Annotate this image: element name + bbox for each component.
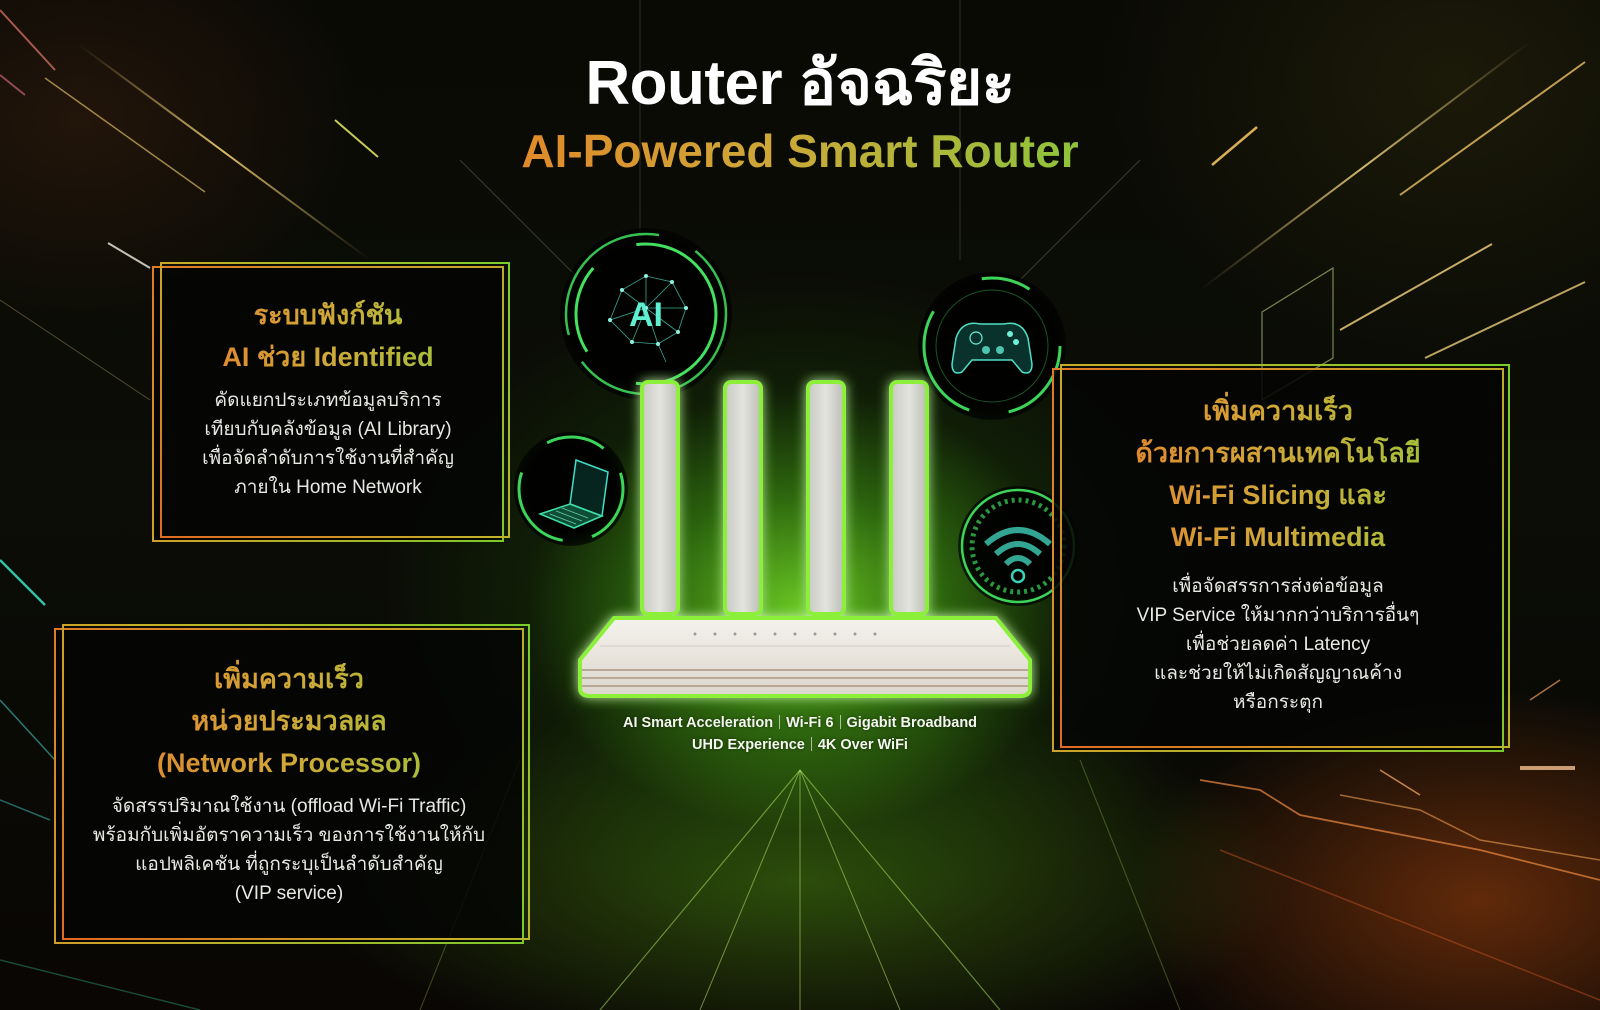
card-wifi-slicing: เพิ่มความเร็ว ด้วยการผสานเทคโนโลยี Wi-Fi… — [1052, 364, 1510, 752]
page-title: Router อัจฉริยะ — [585, 49, 1015, 118]
feature-gigabit: Gigabit Broadband — [846, 715, 978, 731]
heading-line: ด้วยการผสานเทคโนโลยี — [1052, 432, 1504, 474]
separator — [779, 715, 781, 729]
laptop-icon — [514, 432, 628, 546]
heading-line: Wi-Fi Multimedia — [1052, 516, 1504, 558]
card-network-processor: เพิ่มความเร็ว หน่วยประมวลผล (Network Pro… — [54, 624, 530, 944]
body-line: เพื่อจัดลำดับการใช้งานที่สำคัญ — [202, 448, 454, 469]
feature-4k: 4K Over WiFi — [817, 737, 908, 753]
body-line: ภายใน Home Network — [234, 477, 422, 498]
subtitle-text: AI-Powered Smart Router — [521, 125, 1079, 177]
body-line: คัดแยกประเภทข้อมูลบริการ — [214, 390, 442, 411]
body-line: VIP Service ให้มากกว่าบริการอื่นๆ — [1136, 605, 1420, 626]
body-line: และช่วยให้ไม่เกิดสัญญาณค้าง — [1154, 663, 1402, 684]
ai-brain-icon: AI — [560, 228, 732, 400]
feature-row-1: AI Smart Acceleration Wi-Fi 6 Gigabit Broa… — [540, 712, 1060, 734]
separator — [810, 737, 812, 751]
feature-tagline: AI Smart Acceleration Wi-Fi 6 Gigabit Broa… — [540, 712, 1060, 756]
svg-text:AI: AI — [629, 296, 663, 334]
feature-row-2: UHD Experience 4K Over WiFi — [540, 734, 1060, 756]
heading-line: Wi-Fi Slicing และ — [1052, 474, 1504, 516]
card-heading: เพิ่มความเร็ว หน่วยประมวลผล (Network Pro… — [54, 658, 524, 784]
card-body: คัดแยกประเภทข้อมูลบริการ เทียบกับคลังข้อ… — [152, 386, 504, 502]
card-body: จัดสรรปริมาณใช้งาน (offload Wi-Fi Traffi… — [54, 792, 524, 908]
feature-wifi6: Wi-Fi 6 — [786, 715, 834, 731]
body-line: พร้อมกับเพิ่มอัตราความเร็ว ของการใช้งานใ… — [92, 825, 486, 846]
heading-line: (Network Processor) — [54, 742, 524, 784]
heading-line: เพิ่มความเร็ว — [1052, 390, 1504, 432]
page-subtitle: AI-Powered Smart Router — [0, 124, 1600, 178]
card-body: เพื่อจัดสรรการส่งต่อข้อมูล VIP Service ใ… — [1052, 572, 1504, 717]
body-line: เพื่อจัดสรรการส่งต่อข้อมูล — [1172, 576, 1384, 597]
heading-line: เพิ่มความเร็ว — [54, 658, 524, 700]
body-line: (VIP service) — [234, 883, 344, 904]
card-ai-identified: ระบบฟังก์ชัน AI ช่วย Identified คัดแยกปร… — [152, 262, 510, 542]
body-line: แอปพลิเคชัน ที่ถูกระบุเป็นลำดับสำคัญ — [135, 854, 443, 875]
body-line: เทียบกับคลังข้อมูล (AI Library) — [204, 419, 452, 440]
router-image — [578, 380, 1032, 698]
feature-ai-acceleration: AI Smart Acceleration — [622, 715, 774, 731]
card-heading: ระบบฟังก์ชัน AI ช่วย Identified — [152, 294, 504, 378]
heading-line: AI ช่วย Identified — [152, 336, 504, 378]
separator — [839, 715, 841, 729]
feature-uhd: UHD Experience — [692, 737, 805, 753]
body-line: เพื่อช่วยลดค่า Latency — [1185, 634, 1371, 655]
body-line: จัดสรรปริมาณใช้งาน (offload Wi-Fi Traffi… — [111, 796, 467, 817]
gamepad-icon — [918, 272, 1066, 420]
body-line: หรือกระตุก — [1233, 692, 1323, 713]
heading-line: หน่วยประมวลผล — [54, 700, 524, 742]
heading-line: ระบบฟังก์ชัน — [152, 294, 504, 336]
card-heading: เพิ่มความเร็ว ด้วยการผสานเทคโนโลยี Wi-Fi… — [1052, 390, 1504, 558]
